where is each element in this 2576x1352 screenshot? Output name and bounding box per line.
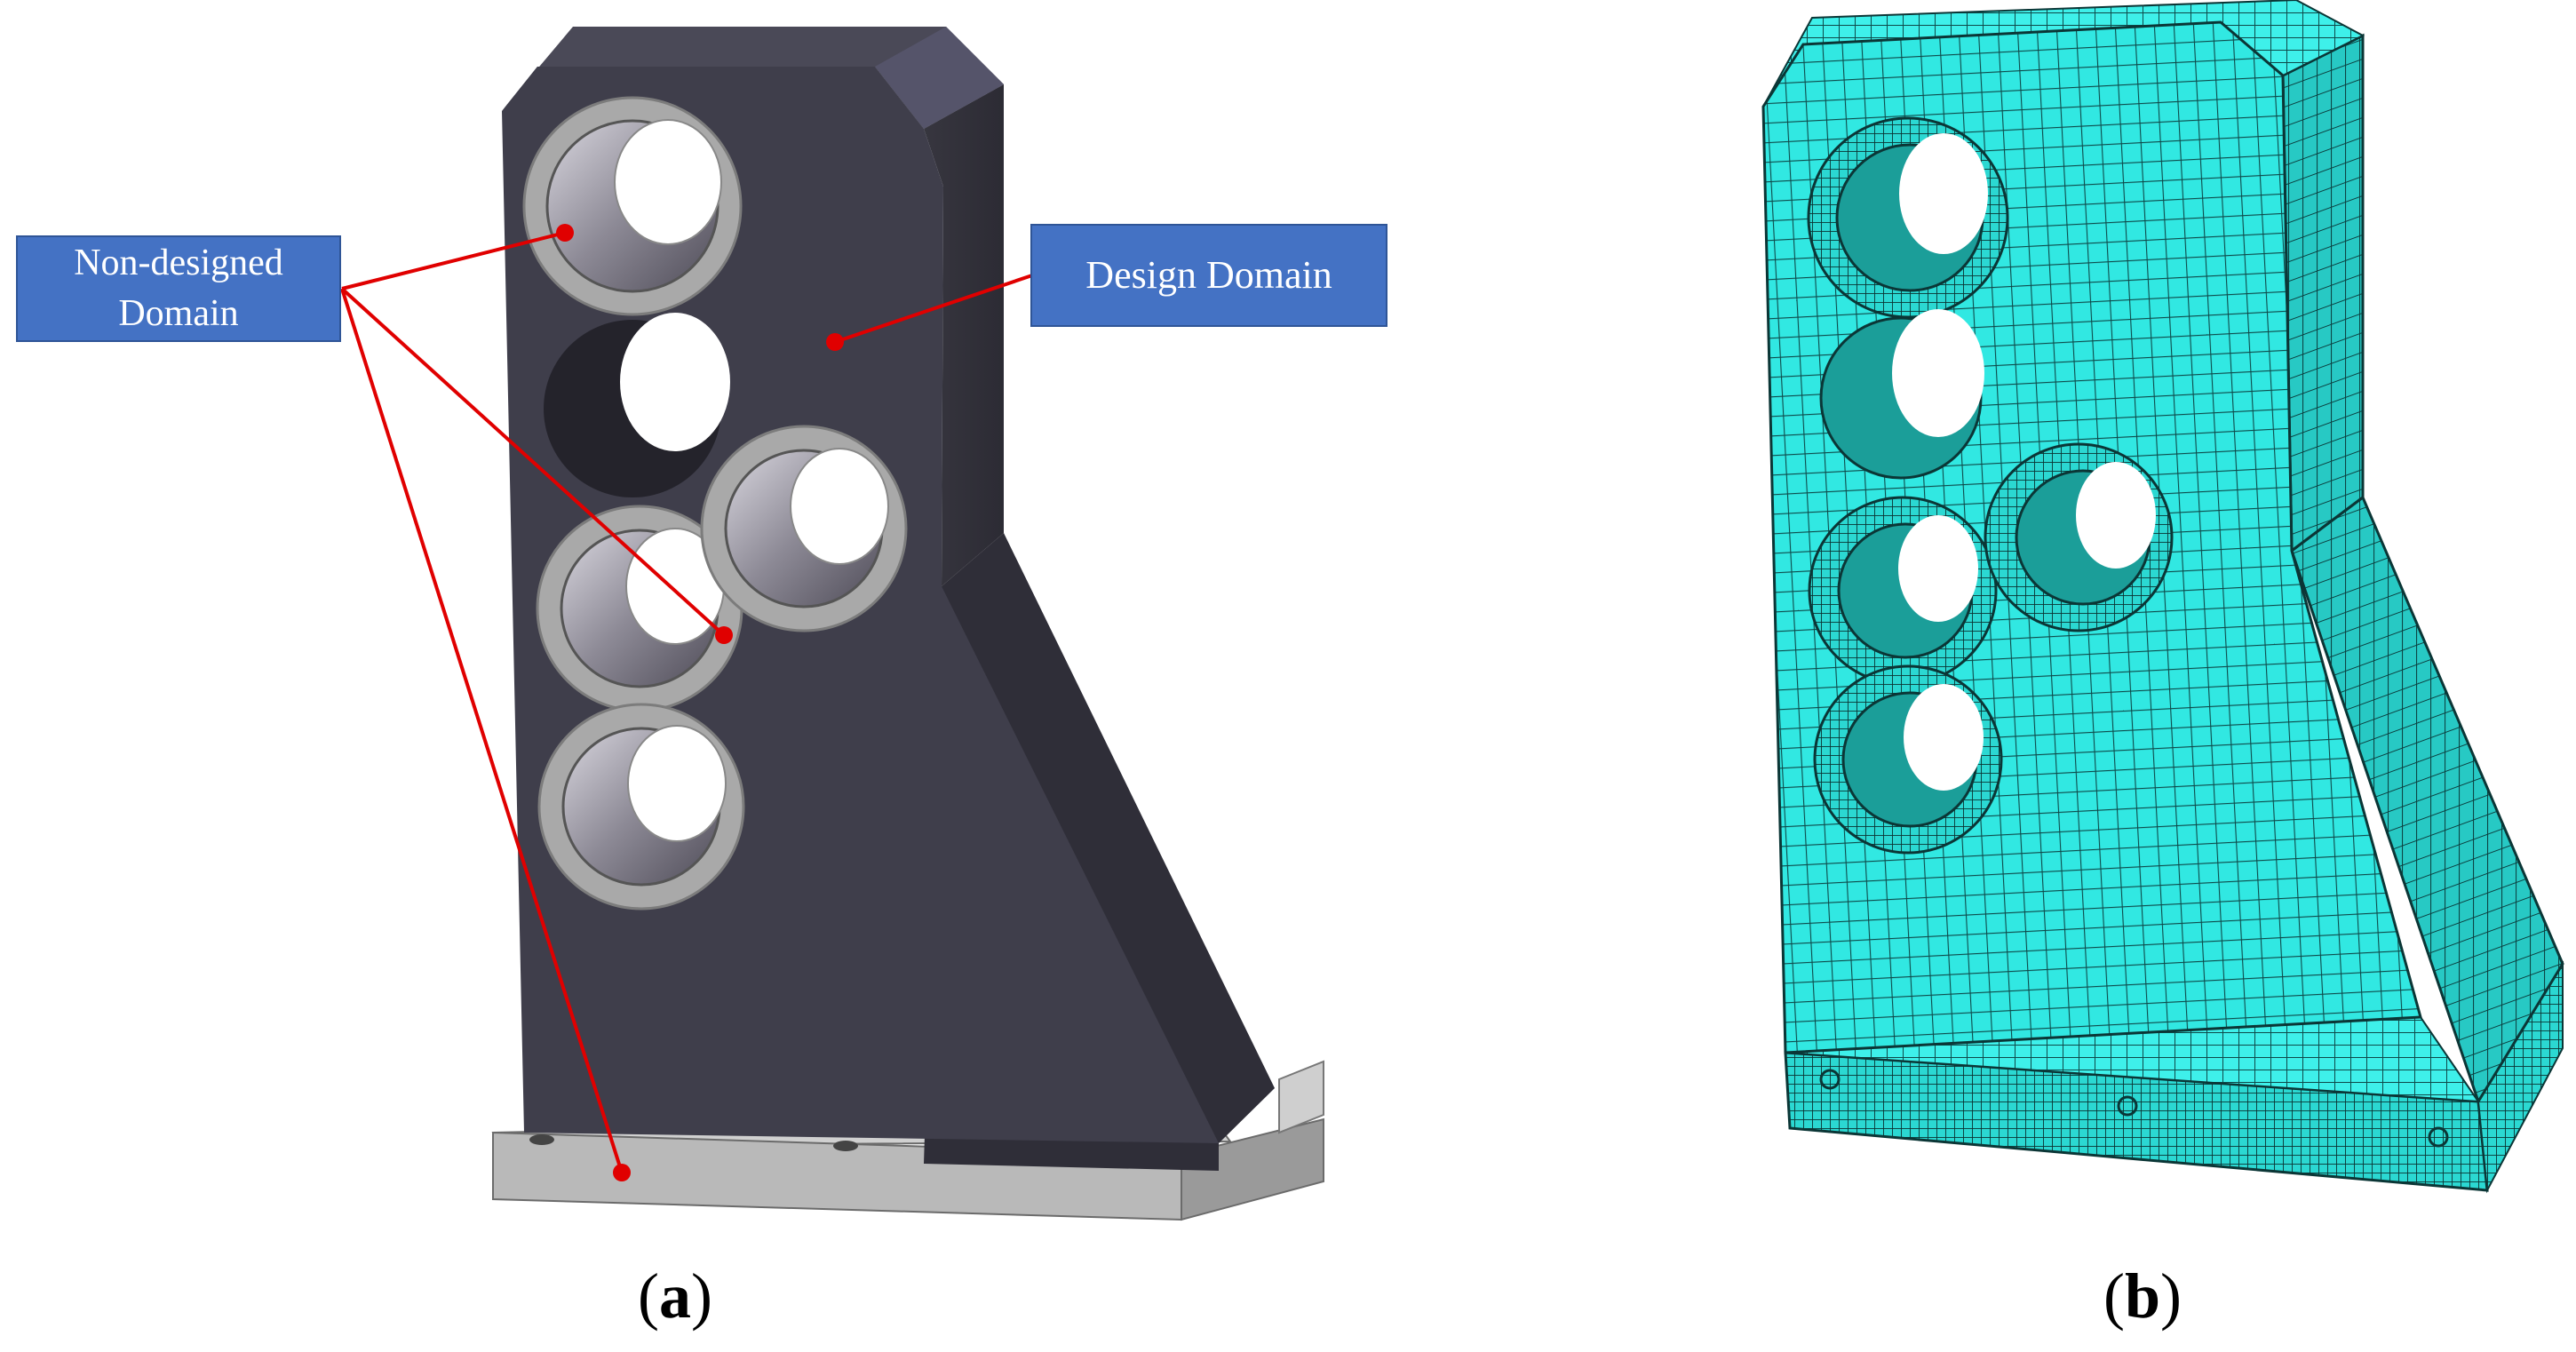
hole-ring-2 bbox=[536, 505, 743, 712]
leader-lines bbox=[340, 231, 1033, 1173]
caption-a-open: ( bbox=[638, 1261, 659, 1332]
caption-b-open: ( bbox=[2103, 1261, 2125, 1332]
mesh-hole-open bbox=[1819, 309, 1984, 480]
base-plate-end bbox=[1181, 1117, 1324, 1221]
mesh-plate-hole bbox=[2428, 1126, 2449, 1148]
panel-a-caption: (a) bbox=[638, 1260, 712, 1333]
bracket-top-bevel bbox=[875, 27, 1004, 129]
mesh-plate-hole bbox=[1819, 1069, 1841, 1090]
bracket-side-face bbox=[924, 84, 1004, 586]
panel-b-mesh-model bbox=[1761, 0, 2564, 1194]
caption-b-close: ) bbox=[2160, 1261, 2182, 1332]
design-domain-label-text: Design Domain bbox=[1085, 253, 1332, 298]
non-designed-label-line2: Domain bbox=[118, 293, 239, 334]
hole-ring-4 bbox=[537, 703, 745, 911]
side-tab bbox=[1278, 1060, 1324, 1134]
hole-ring-3 bbox=[700, 425, 908, 632]
non-designed-domain-label: Non-designed Domain bbox=[16, 235, 341, 342]
mesh-hole-3 bbox=[1984, 442, 2174, 632]
caption-a-letter: a bbox=[658, 1261, 691, 1332]
mesh-side-face bbox=[2281, 33, 2365, 553]
plate-hole bbox=[529, 1134, 554, 1145]
mesh-plate-hole bbox=[2117, 1095, 2138, 1117]
hole-ring-1 bbox=[522, 96, 743, 316]
caption-a-close: ) bbox=[690, 1261, 712, 1332]
leader-endpoints bbox=[556, 224, 844, 1181]
design-domain-label: Design Domain bbox=[1030, 224, 1387, 327]
bracket-top-face bbox=[502, 27, 1004, 129]
caption-b-letter: b bbox=[2124, 1261, 2161, 1332]
panel-b-caption: (b) bbox=[2103, 1260, 2182, 1333]
mesh-hole-2 bbox=[1808, 496, 1998, 686]
mesh-hole-4 bbox=[1813, 664, 2003, 855]
panel-a-cad-model bbox=[340, 27, 1324, 1221]
open-hole bbox=[544, 313, 730, 497]
non-designed-label-line1: Non-designed bbox=[74, 243, 283, 284]
mesh-slope-face bbox=[2290, 495, 2564, 1105]
plate-hole bbox=[833, 1141, 858, 1151]
mesh-hole-1 bbox=[1807, 116, 2009, 319]
